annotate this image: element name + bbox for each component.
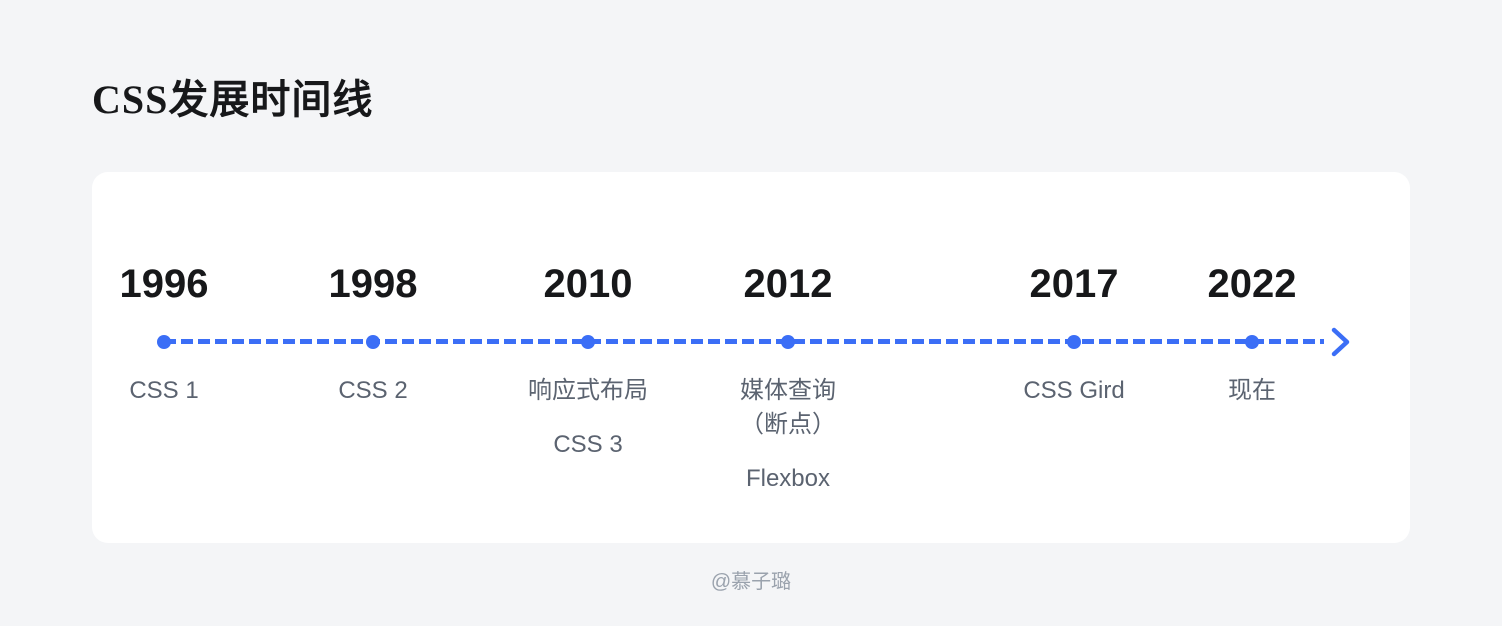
milestone-label: 响应式布局 bbox=[528, 377, 648, 404]
timeline-milestone: 2022 现在 bbox=[1142, 172, 1362, 543]
milestone-label-group: CSS 1 bbox=[54, 374, 274, 408]
timeline-milestone: 2010 响应式布局 CSS 3 bbox=[478, 172, 698, 543]
milestone-year: 2010 bbox=[543, 262, 633, 306]
timeline-milestone: 2017 CSS Gird bbox=[964, 172, 1184, 543]
milestone-label: （断点） bbox=[740, 411, 836, 438]
timeline-dot-marker bbox=[1245, 335, 1259, 349]
milestone-year: 1998 bbox=[328, 262, 418, 306]
milestone-year: 2022 bbox=[1207, 262, 1297, 306]
timeline-dot-marker bbox=[366, 335, 380, 349]
milestone-label-group: CSS 3 bbox=[478, 428, 698, 462]
arrow-right-icon bbox=[1331, 327, 1350, 357]
timeline-milestone: 1996 CSS 1 bbox=[54, 172, 274, 543]
milestone-label-group: CSS Gird bbox=[964, 374, 1184, 408]
timeline-dot-marker bbox=[1067, 335, 1081, 349]
milestone-label-group: 现在 bbox=[1142, 374, 1362, 408]
timeline-card: 1996 CSS 1 1998 CSS 2 2010 响应式布局 CSS 3 bbox=[92, 172, 1410, 543]
milestone-labels: 媒体查询 （断点） Flexbox bbox=[678, 374, 898, 516]
milestone-label-group: Flexbox bbox=[678, 462, 898, 496]
milestone-label: CSS 1 bbox=[129, 377, 199, 404]
milestone-label: 媒体查询 bbox=[740, 377, 836, 404]
milestone-label: CSS 3 bbox=[553, 431, 623, 458]
timeline-dot-marker bbox=[157, 335, 171, 349]
timeline-dot-marker bbox=[581, 335, 595, 349]
timeline-milestone: 1998 CSS 2 bbox=[263, 172, 483, 543]
milestone-label: CSS 2 bbox=[338, 377, 408, 404]
milestone-year: 2012 bbox=[743, 262, 833, 306]
timeline-dashed-line bbox=[164, 339, 1324, 344]
watermark: @慕子璐 bbox=[710, 571, 792, 593]
timeline-dot-marker bbox=[781, 335, 795, 349]
milestone-label-group: CSS 2 bbox=[263, 374, 483, 408]
milestone-labels: CSS 2 bbox=[263, 374, 483, 428]
milestone-year: 1996 bbox=[119, 262, 209, 306]
milestone-labels: CSS Gird bbox=[964, 374, 1184, 428]
milestone-year: 2017 bbox=[1029, 262, 1119, 306]
milestone-label-group: 媒体查询 （断点） bbox=[678, 374, 898, 442]
page-title: CSS发展时间线 bbox=[92, 77, 374, 122]
milestone-label: 现在 bbox=[1228, 377, 1276, 404]
milestone-labels: CSS 1 bbox=[54, 374, 274, 428]
milestone-label: CSS Gird bbox=[1023, 377, 1125, 404]
milestone-labels: 现在 bbox=[1142, 374, 1362, 428]
milestone-labels: 响应式布局 CSS 3 bbox=[478, 374, 698, 482]
timeline-milestone: 2012 媒体查询 （断点） Flexbox bbox=[678, 172, 898, 543]
milestone-label: Flexbox bbox=[745, 465, 831, 492]
milestone-label-group: 响应式布局 bbox=[478, 374, 698, 408]
